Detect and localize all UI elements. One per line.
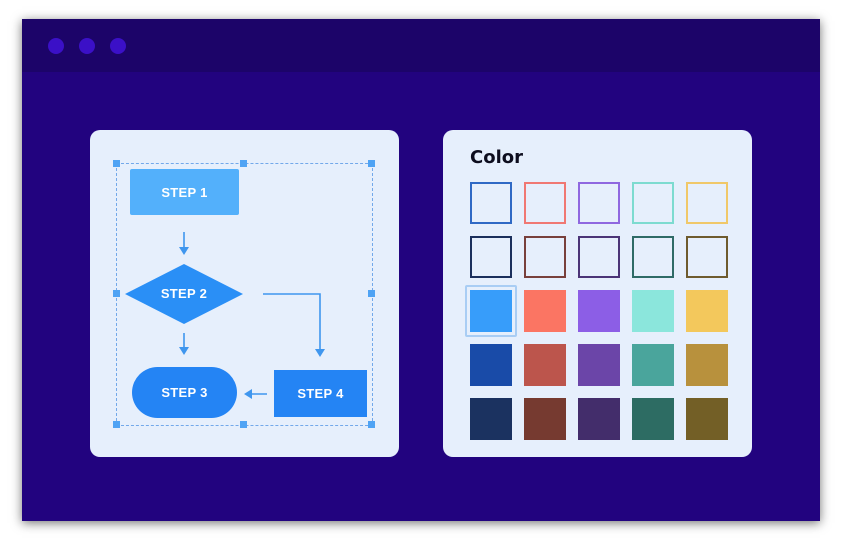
color-swatch-r2-c0[interactable] (470, 290, 512, 332)
color-swatch-r3-c4[interactable] (686, 344, 728, 386)
arrowhead-down-1 (179, 247, 189, 255)
window-titlebar (22, 19, 820, 72)
color-swatch-r3-c3[interactable] (632, 344, 674, 386)
color-swatch-r2-c2[interactable] (578, 290, 620, 332)
arrowhead-down-2 (179, 347, 189, 355)
arrowhead-down-3 (315, 349, 325, 357)
step-4-node[interactable]: STEP 4 (274, 370, 367, 417)
color-swatch-r0-c4[interactable] (686, 182, 728, 224)
color-swatch-r2-c4[interactable] (686, 290, 728, 332)
resize-handle-bottom-center[interactable] (240, 421, 247, 428)
connector-step2-step4 (263, 293, 321, 351)
flowchart-panel: STEP 1 STEP 2 STEP 3 STEP 4 (90, 130, 399, 457)
step-2-label: STEP 2 (160, 286, 208, 301)
resize-handle-bottom-left[interactable] (113, 421, 120, 428)
resize-handle-bottom-right[interactable] (368, 421, 375, 428)
color-swatch-r0-c3[interactable] (632, 182, 674, 224)
color-swatch-r3-c1[interactable] (524, 344, 566, 386)
color-swatch-r3-c2[interactable] (578, 344, 620, 386)
step-1-node[interactable]: STEP 1 (130, 169, 239, 215)
color-panel: Color (443, 130, 752, 457)
resize-handle-top-right[interactable] (368, 160, 375, 167)
step-1-label: STEP 1 (161, 184, 208, 200)
color-swatch-r1-c4[interactable] (686, 236, 728, 278)
app-window: STEP 1 STEP 2 STEP 3 STEP 4 Color (22, 19, 820, 521)
color-swatch-r4-c2[interactable] (578, 398, 620, 440)
arrowhead-left (244, 389, 252, 399)
resize-handle-top-center[interactable] (240, 160, 247, 167)
step-2-node[interactable] (90, 130, 399, 457)
color-swatch-r1-c3[interactable] (632, 236, 674, 278)
color-swatch-r4-c1[interactable] (524, 398, 566, 440)
window-maximize-dot[interactable] (110, 38, 126, 54)
color-swatch-r1-c2[interactable] (578, 236, 620, 278)
color-swatch-r0-c1[interactable] (524, 182, 566, 224)
window-minimize-dot[interactable] (79, 38, 95, 54)
color-swatch-r0-c2[interactable] (578, 182, 620, 224)
color-swatch-r4-c4[interactable] (686, 398, 728, 440)
color-panel-title: Color (470, 147, 523, 168)
color-swatch-r2-c1[interactable] (524, 290, 566, 332)
window-close-dot[interactable] (48, 38, 64, 54)
flow-connectors (179, 232, 325, 399)
color-swatch-r1-c0[interactable] (470, 236, 512, 278)
resize-handle-top-left[interactable] (113, 160, 120, 167)
color-swatch-r0-c0[interactable] (470, 182, 512, 224)
resize-handle-middle-left[interactable] (113, 290, 120, 297)
color-swatch-r4-c0[interactable] (470, 398, 512, 440)
step-2-diamond (125, 264, 243, 324)
resize-handle-middle-right[interactable] (368, 290, 375, 297)
color-swatch-r1-c1[interactable] (524, 236, 566, 278)
selected-swatch-ring (465, 285, 517, 337)
color-swatch-r3-c0[interactable] (470, 344, 512, 386)
color-swatch-r4-c3[interactable] (632, 398, 674, 440)
step-3-label: STEP 3 (161, 385, 208, 400)
step-3-node[interactable]: STEP 3 (132, 367, 237, 418)
color-swatch-r2-c3[interactable] (632, 290, 674, 332)
step-4-label: STEP 4 (297, 386, 344, 401)
